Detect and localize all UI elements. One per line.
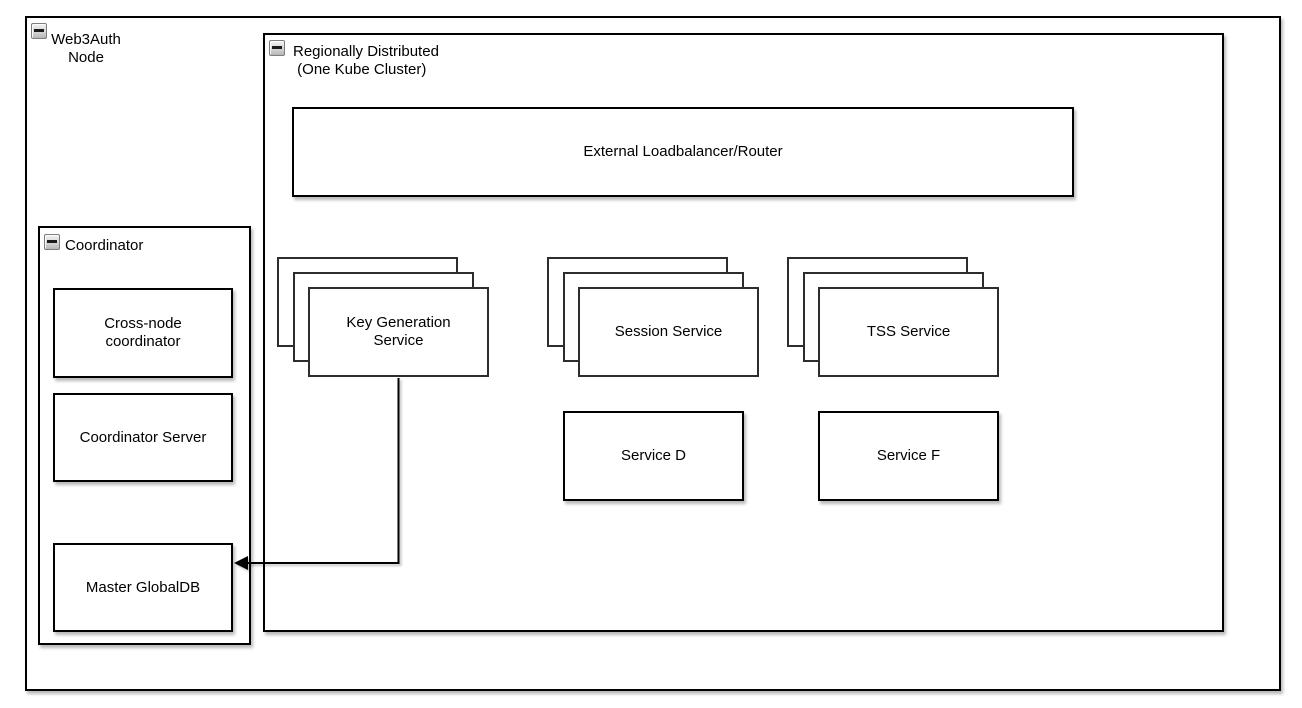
coordinator-label: Coordinator (65, 237, 144, 254)
key-generation-service-box[interactable]: Key Generation Service (308, 287, 489, 377)
web3auth-node-label: Web3Auth Node (51, 31, 121, 66)
external-loadbalancer-label: External Loadbalancer/Router (583, 143, 783, 160)
key-generation-service-label: Key Generation Service (346, 314, 451, 349)
coordinator-server-box[interactable]: Coordinator Server (53, 393, 233, 482)
session-service-label: Session Service (614, 323, 723, 340)
collapse-minus-icon[interactable] (269, 40, 285, 56)
collapse-minus-icon[interactable] (44, 234, 60, 250)
session-service-box[interactable]: Session Service (578, 287, 759, 377)
service-f-box[interactable]: Service F (818, 411, 999, 501)
collapse-minus-icon[interactable] (31, 23, 47, 39)
external-loadbalancer-box[interactable]: External Loadbalancer/Router (292, 107, 1074, 197)
cross-node-coordinator-label: Cross-node coordinator (104, 315, 182, 350)
tss-service-label: TSS Service (866, 323, 951, 340)
session-service-stack[interactable]: Session Service (547, 257, 760, 378)
arrowhead-icon (234, 556, 248, 570)
regionally-distributed-label: Regionally Distributed (One Kube Cluster… (293, 43, 439, 78)
service-d-label: Service D (620, 447, 687, 464)
master-globaldb-label: Master GlobalDB (85, 578, 201, 596)
service-d-box[interactable]: Service D (563, 411, 744, 501)
tss-service-box[interactable]: TSS Service (818, 287, 999, 377)
cross-node-coordinator-box[interactable]: Cross-node coordinator (53, 288, 233, 378)
coordinator-server-label: Coordinator Server (79, 428, 207, 446)
service-f-label: Service F (876, 447, 941, 464)
arrow-path (247, 378, 400, 564)
master-globaldb-box[interactable]: Master GlobalDB (53, 543, 233, 632)
key-generation-service-stack[interactable]: Key Generation Service (277, 257, 490, 378)
tss-service-stack[interactable]: TSS Service (787, 257, 1000, 378)
